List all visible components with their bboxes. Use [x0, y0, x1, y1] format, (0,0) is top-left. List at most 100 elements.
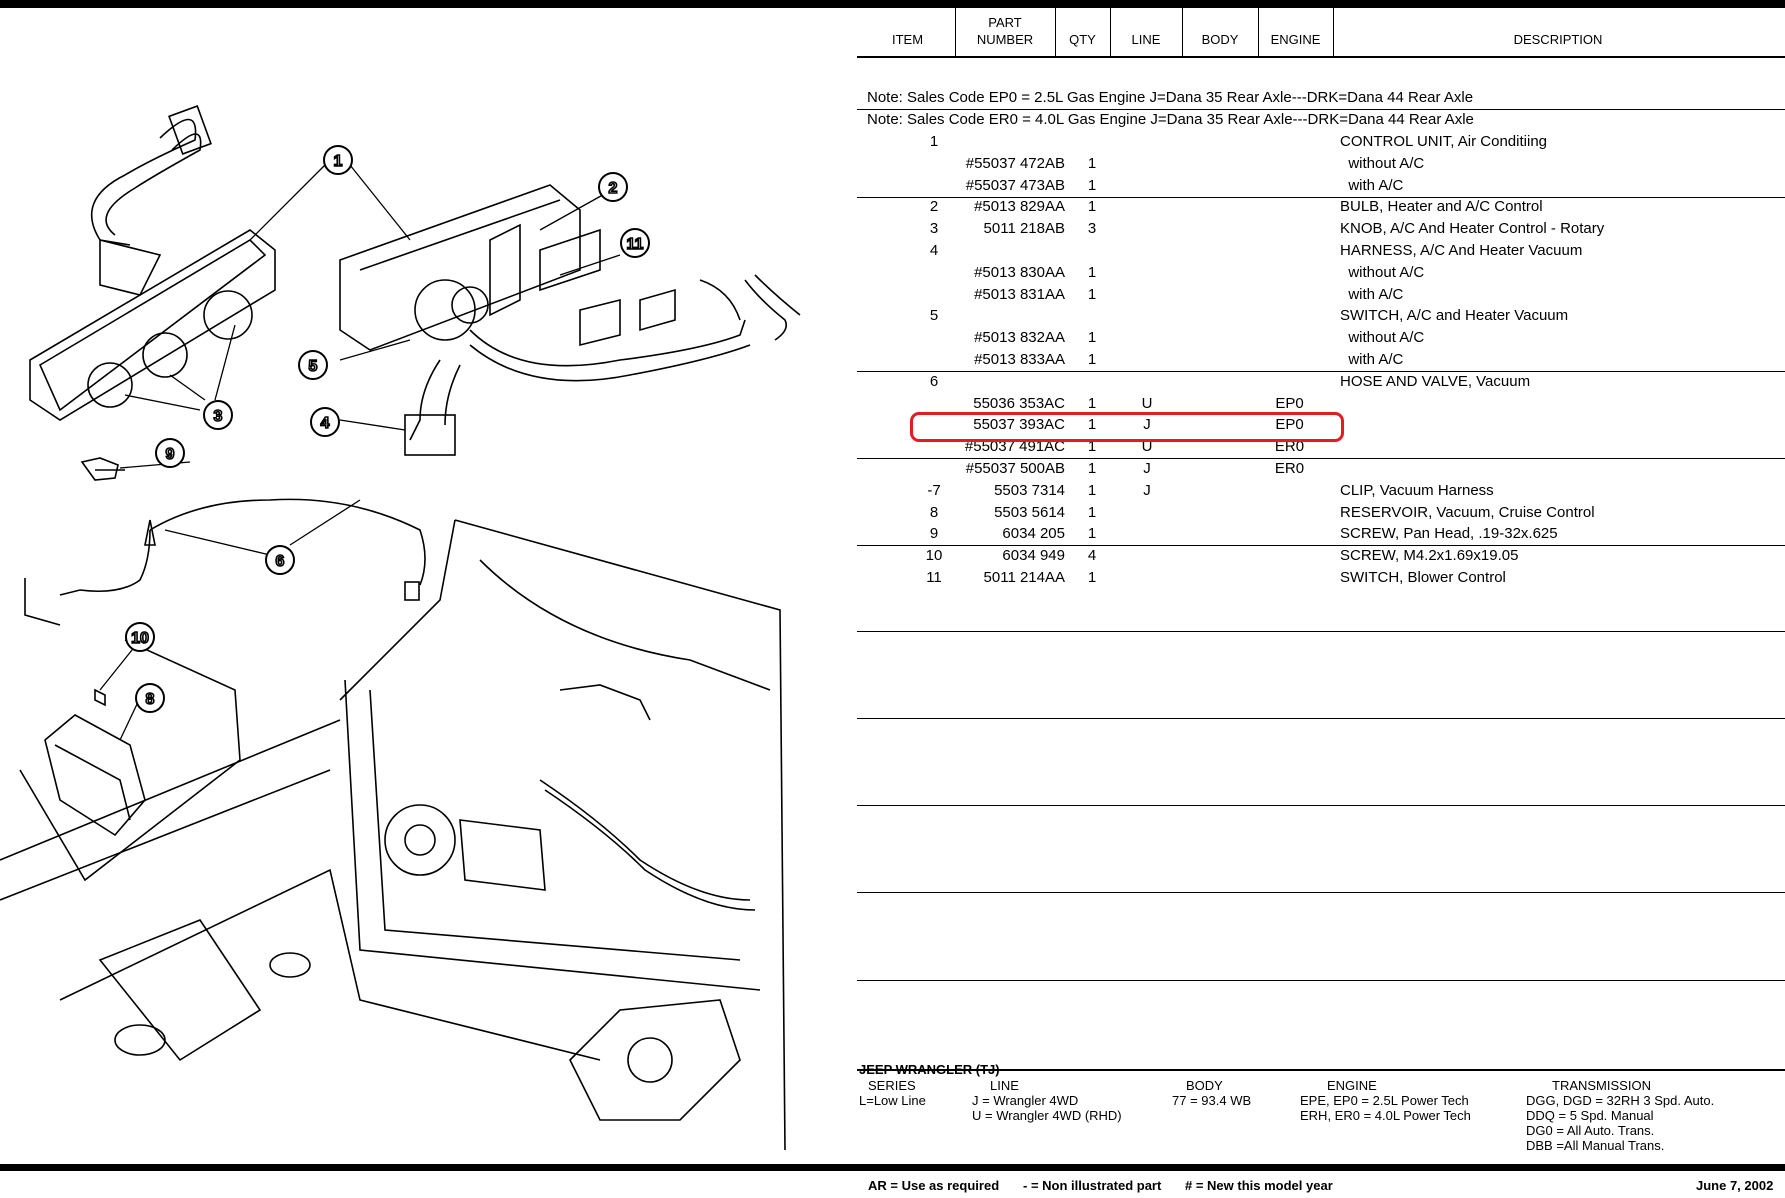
control-unit-rear — [339, 184, 801, 456]
cell-desc: with A/C — [1340, 286, 1404, 303]
row-rule — [857, 371, 1785, 372]
cell-desc: BULB, Heater and A/C Control — [1340, 198, 1543, 215]
cell-item: 2 — [929, 198, 939, 215]
legend-new: # = New this model year — [1185, 1178, 1333, 1193]
cell-part: #55037 491AC — [964, 438, 1065, 455]
cell-item: 6 — [929, 373, 939, 390]
line-value-j: J = Wrangler 4WD — [972, 1093, 1079, 1108]
row-rule — [857, 545, 1785, 546]
cell-desc: without A/C — [1340, 264, 1425, 281]
cell-qty: 1 — [1087, 525, 1097, 542]
svg-text:8: 8 — [146, 691, 155, 708]
legend-ar: AR = Use as required — [868, 1178, 1000, 1193]
cell-line: J — [1143, 416, 1151, 433]
col-sep — [1110, 8, 1111, 56]
highlight-box — [910, 412, 1344, 442]
svg-text:11: 11 — [627, 236, 644, 253]
cell-item: 5 — [929, 307, 939, 324]
cell-desc: CONTROL UNIT, Air Conditiing — [1340, 133, 1547, 150]
cell-item: 10 — [925, 547, 943, 564]
table-row: #5013 831AA 1 with A/C — [857, 284, 1785, 306]
col-sep — [1055, 8, 1056, 56]
callout-3: 3 — [203, 400, 233, 430]
cell-part: 55037 393AC — [973, 416, 1065, 433]
firewall-body — [0, 519, 786, 1151]
cell-qty: 1 — [1087, 504, 1097, 521]
header-qty: QTY — [1069, 32, 1096, 47]
svg-text:3: 3 — [214, 408, 223, 425]
callout-9: 9 — [155, 438, 185, 468]
header-body: BODY — [1201, 32, 1239, 47]
cell-engine: EP0 — [1275, 395, 1304, 412]
callout-2: 2 — [598, 172, 628, 202]
callout-10: 10 — [125, 622, 155, 652]
cell-item: 11 — [926, 569, 942, 586]
cell-item: -7 — [927, 482, 941, 499]
cell-part: 5503 7314 — [994, 482, 1065, 499]
cell-desc: without A/C — [1340, 155, 1425, 172]
cell-item: 3 — [929, 220, 939, 237]
control-unit-front — [29, 105, 276, 421]
cell-part: #5013 833AA — [974, 351, 1065, 368]
cell-line: U — [1141, 438, 1153, 455]
cell-part: 5011 214AA — [983, 569, 1065, 586]
cell-part: #55037 473AB — [965, 177, 1065, 194]
cell-desc: RESERVOIR, Vacuum, Cruise Control — [1340, 504, 1595, 521]
table-row: 9 6034 205 1 SCREW, Pan Head, .19-32x.625 — [857, 523, 1785, 545]
bottom-rule — [0, 1164, 1785, 1171]
cell-qty: 1 — [1087, 438, 1097, 455]
transmission-label: TRANSMISSION — [1552, 1078, 1651, 1093]
cell-item: 4 — [929, 242, 939, 259]
cell-line: J — [1143, 482, 1151, 499]
cell-part: #5013 832AA — [974, 329, 1065, 346]
cell-qty: 1 — [1087, 569, 1097, 586]
row-rule — [857, 458, 1785, 459]
cell-engine: ER0 — [1274, 460, 1305, 477]
vacuum-hose — [24, 498, 426, 626]
cell-part: 6034 205 — [1002, 525, 1065, 542]
col-sep — [955, 8, 956, 56]
header-engine: ENGINE — [1270, 32, 1321, 47]
callout-4: 4 — [310, 407, 340, 437]
note-ep0: Note: Sales Code EP0 = 2.5L Gas Engine J… — [867, 89, 1474, 106]
cell-part: #5013 829AA — [974, 198, 1065, 215]
cell-desc: HARNESS, A/C And Heater Vacuum — [1340, 242, 1583, 259]
header-description: DESCRIPTION — [1513, 32, 1603, 47]
transmission-value-2: DDQ = 5 Spd. Manual — [1526, 1108, 1654, 1123]
row-rule — [857, 109, 1785, 110]
cell-desc: SCREW, Pan Head, .19-32x.625 — [1340, 525, 1558, 542]
cell-part: #5013 831AA — [974, 286, 1065, 303]
callout-11: 11 — [620, 228, 650, 258]
engine-value-er: ERH, ER0 = 4.0L Power Tech — [1300, 1108, 1471, 1123]
row-rule — [857, 892, 1785, 893]
callout-1: 1 — [323, 145, 353, 175]
row-rule — [857, 631, 1785, 632]
table-row: #5013 832AA 1 without A/C — [857, 327, 1785, 349]
callout-6: 6 — [265, 545, 295, 575]
transmission-value-1: DGG, DGD = 32RH 3 Spd. Auto. — [1526, 1093, 1715, 1108]
row-rule — [857, 197, 1785, 198]
cell-part: 55036 353AC — [973, 395, 1065, 412]
vacuum-reservoir — [19, 639, 241, 882]
col-sep — [1333, 8, 1334, 56]
transmission-value-3: DG0 = All Auto. Trans. — [1526, 1123, 1655, 1138]
cell-item: 9 — [929, 525, 939, 542]
footer-rule — [857, 1069, 1785, 1071]
cell-qty: 1 — [1087, 329, 1097, 346]
cell-desc: without A/C — [1340, 329, 1425, 346]
cell-qty: 1 — [1087, 286, 1097, 303]
cell-part: 6034 949 — [1002, 547, 1065, 564]
svg-text:4: 4 — [321, 415, 330, 432]
